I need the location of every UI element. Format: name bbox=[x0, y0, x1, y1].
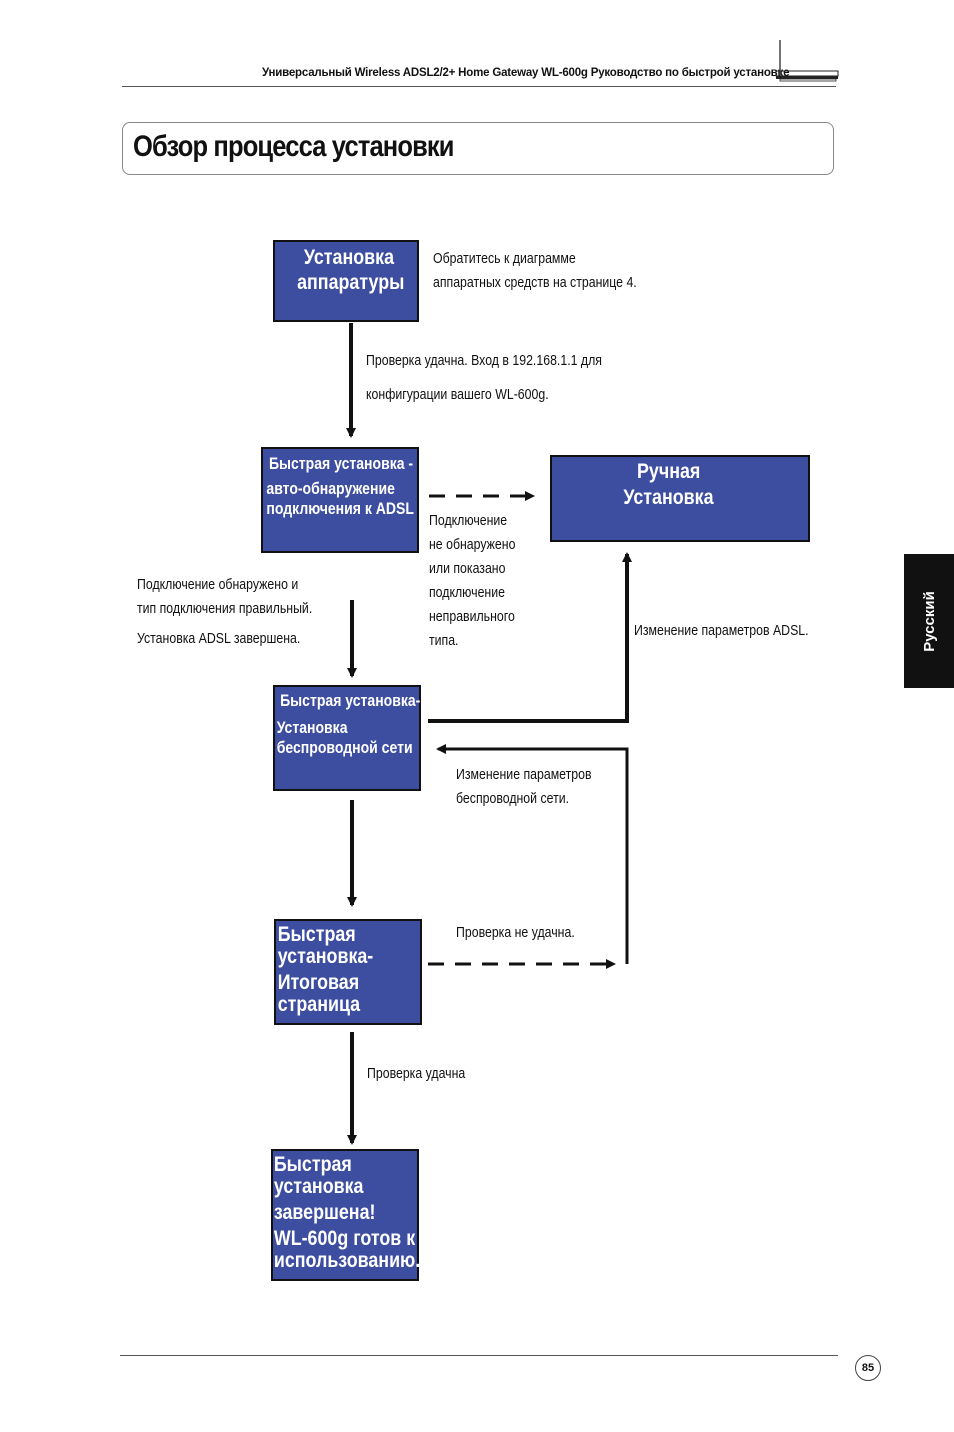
page-title: Обзор процесса установки bbox=[133, 130, 454, 163]
not-detected-line-4: подключение bbox=[429, 585, 505, 601]
manual-setup-box: Ручная Установка bbox=[550, 455, 810, 542]
quick-summary-box: Быстрая установка- Итоговая страница bbox=[274, 919, 422, 1025]
quick-adsl-line-3: подключения к ADSL bbox=[266, 500, 414, 518]
quick-summary-line-3: Итоговая bbox=[277, 971, 360, 994]
title-frame bbox=[122, 122, 834, 175]
hardware-note: Обратитесь к диаграмме аппаратных средст… bbox=[433, 247, 637, 295]
change-wireless-line-2: беспроводной сети. bbox=[456, 791, 570, 807]
not-detected-line-6: типа. bbox=[429, 633, 459, 649]
change-adsl-note: Изменение параметров ADSL. bbox=[634, 623, 809, 639]
check-ok2-note: Проверка удачна bbox=[367, 1066, 466, 1082]
hardware-setup-box: Установка аппаратуры bbox=[273, 240, 419, 322]
quick-summary-line-4: страница bbox=[277, 993, 361, 1016]
quick-wireless-box: Быстрая установка- Установка беспроводно… bbox=[273, 685, 421, 791]
arrow-wireless-to-manual bbox=[428, 552, 632, 723]
quick-wireless-line-3: беспроводной сети bbox=[276, 739, 413, 757]
quick-adsl-line-2: авто-обнаружение bbox=[266, 480, 395, 498]
hardware-setup-line-2: аппаратуры bbox=[297, 271, 405, 294]
router-icon bbox=[775, 40, 839, 82]
not-detected-line-2: не обнаружено bbox=[429, 537, 516, 553]
manual-setup-line-2: Установка bbox=[623, 486, 714, 509]
quick-wireless-line-2: Установка bbox=[276, 719, 348, 737]
setup-done-line-1: Быстрая bbox=[273, 1153, 352, 1176]
arrow-fail-to-wireless bbox=[436, 744, 629, 964]
hardware-note-line-2: аппаратных средств на странице 4. bbox=[433, 275, 637, 291]
detected-note: Подключение обнаружено и тип подключения… bbox=[137, 573, 312, 651]
check-ok-note-line-2: конфигурации вашего WL-600g. bbox=[366, 387, 549, 403]
change-wireless-line-1: Изменение параметров bbox=[456, 767, 592, 783]
quick-adsl-box: Быстрая установка - авто-обнаружение под… bbox=[261, 447, 419, 553]
language-tab bbox=[904, 554, 954, 688]
running-header: Универсальный Wireless ADSL2/2+ Home Gat… bbox=[262, 67, 790, 79]
hardware-setup-line-1: Установка bbox=[303, 246, 394, 269]
not-detected-line-1: Подключение bbox=[429, 513, 508, 529]
quick-summary-line-2: установка- bbox=[277, 945, 374, 968]
quick-adsl-line-1: Быстрая установка - bbox=[268, 455, 414, 473]
change-wireless-note: Изменение параметров беспроводной сети. bbox=[456, 763, 592, 811]
setup-done-line-5: использованию. bbox=[273, 1249, 421, 1272]
detected-line-1: Подключение обнаружено и bbox=[137, 577, 299, 593]
setup-done-line-3: завершена! bbox=[273, 1201, 376, 1224]
detected-line-2: тип подключения правильный. bbox=[137, 601, 313, 617]
not-detected-note: Подключение не обнаружено или показано п… bbox=[429, 509, 515, 653]
detected-line-3: Установка ADSL завершена. bbox=[137, 631, 301, 647]
quick-summary-line-1: Быстрая bbox=[277, 923, 356, 946]
quick-wireless-line-1: Быстрая установка- bbox=[280, 692, 421, 710]
manual-setup-line-1: Ручная bbox=[637, 460, 701, 483]
not-detected-line-3: или показано bbox=[429, 561, 506, 577]
header-rule bbox=[122, 86, 836, 87]
check-ok-note-line-1: Проверка удачна. Вход в 192.168.1.1 для bbox=[366, 353, 602, 369]
setup-done-box: Быстрая установка завершена! WL-600g гот… bbox=[271, 1149, 421, 1281]
not-detected-line-5: неправильного bbox=[429, 609, 515, 625]
setup-done-line-4: WL-600g готов к bbox=[273, 1227, 416, 1250]
check-ok-note: Проверка удачна. Вход в 192.168.1.1 для … bbox=[366, 344, 602, 412]
hardware-note-line-1: Обратитесь к диаграмме bbox=[433, 251, 576, 267]
footer-rule bbox=[120, 1355, 838, 1356]
setup-done-line-2: установка bbox=[273, 1175, 364, 1198]
page-number: 85 bbox=[855, 1355, 881, 1381]
check-fail-note: Проверка не удачна. bbox=[456, 925, 575, 941]
